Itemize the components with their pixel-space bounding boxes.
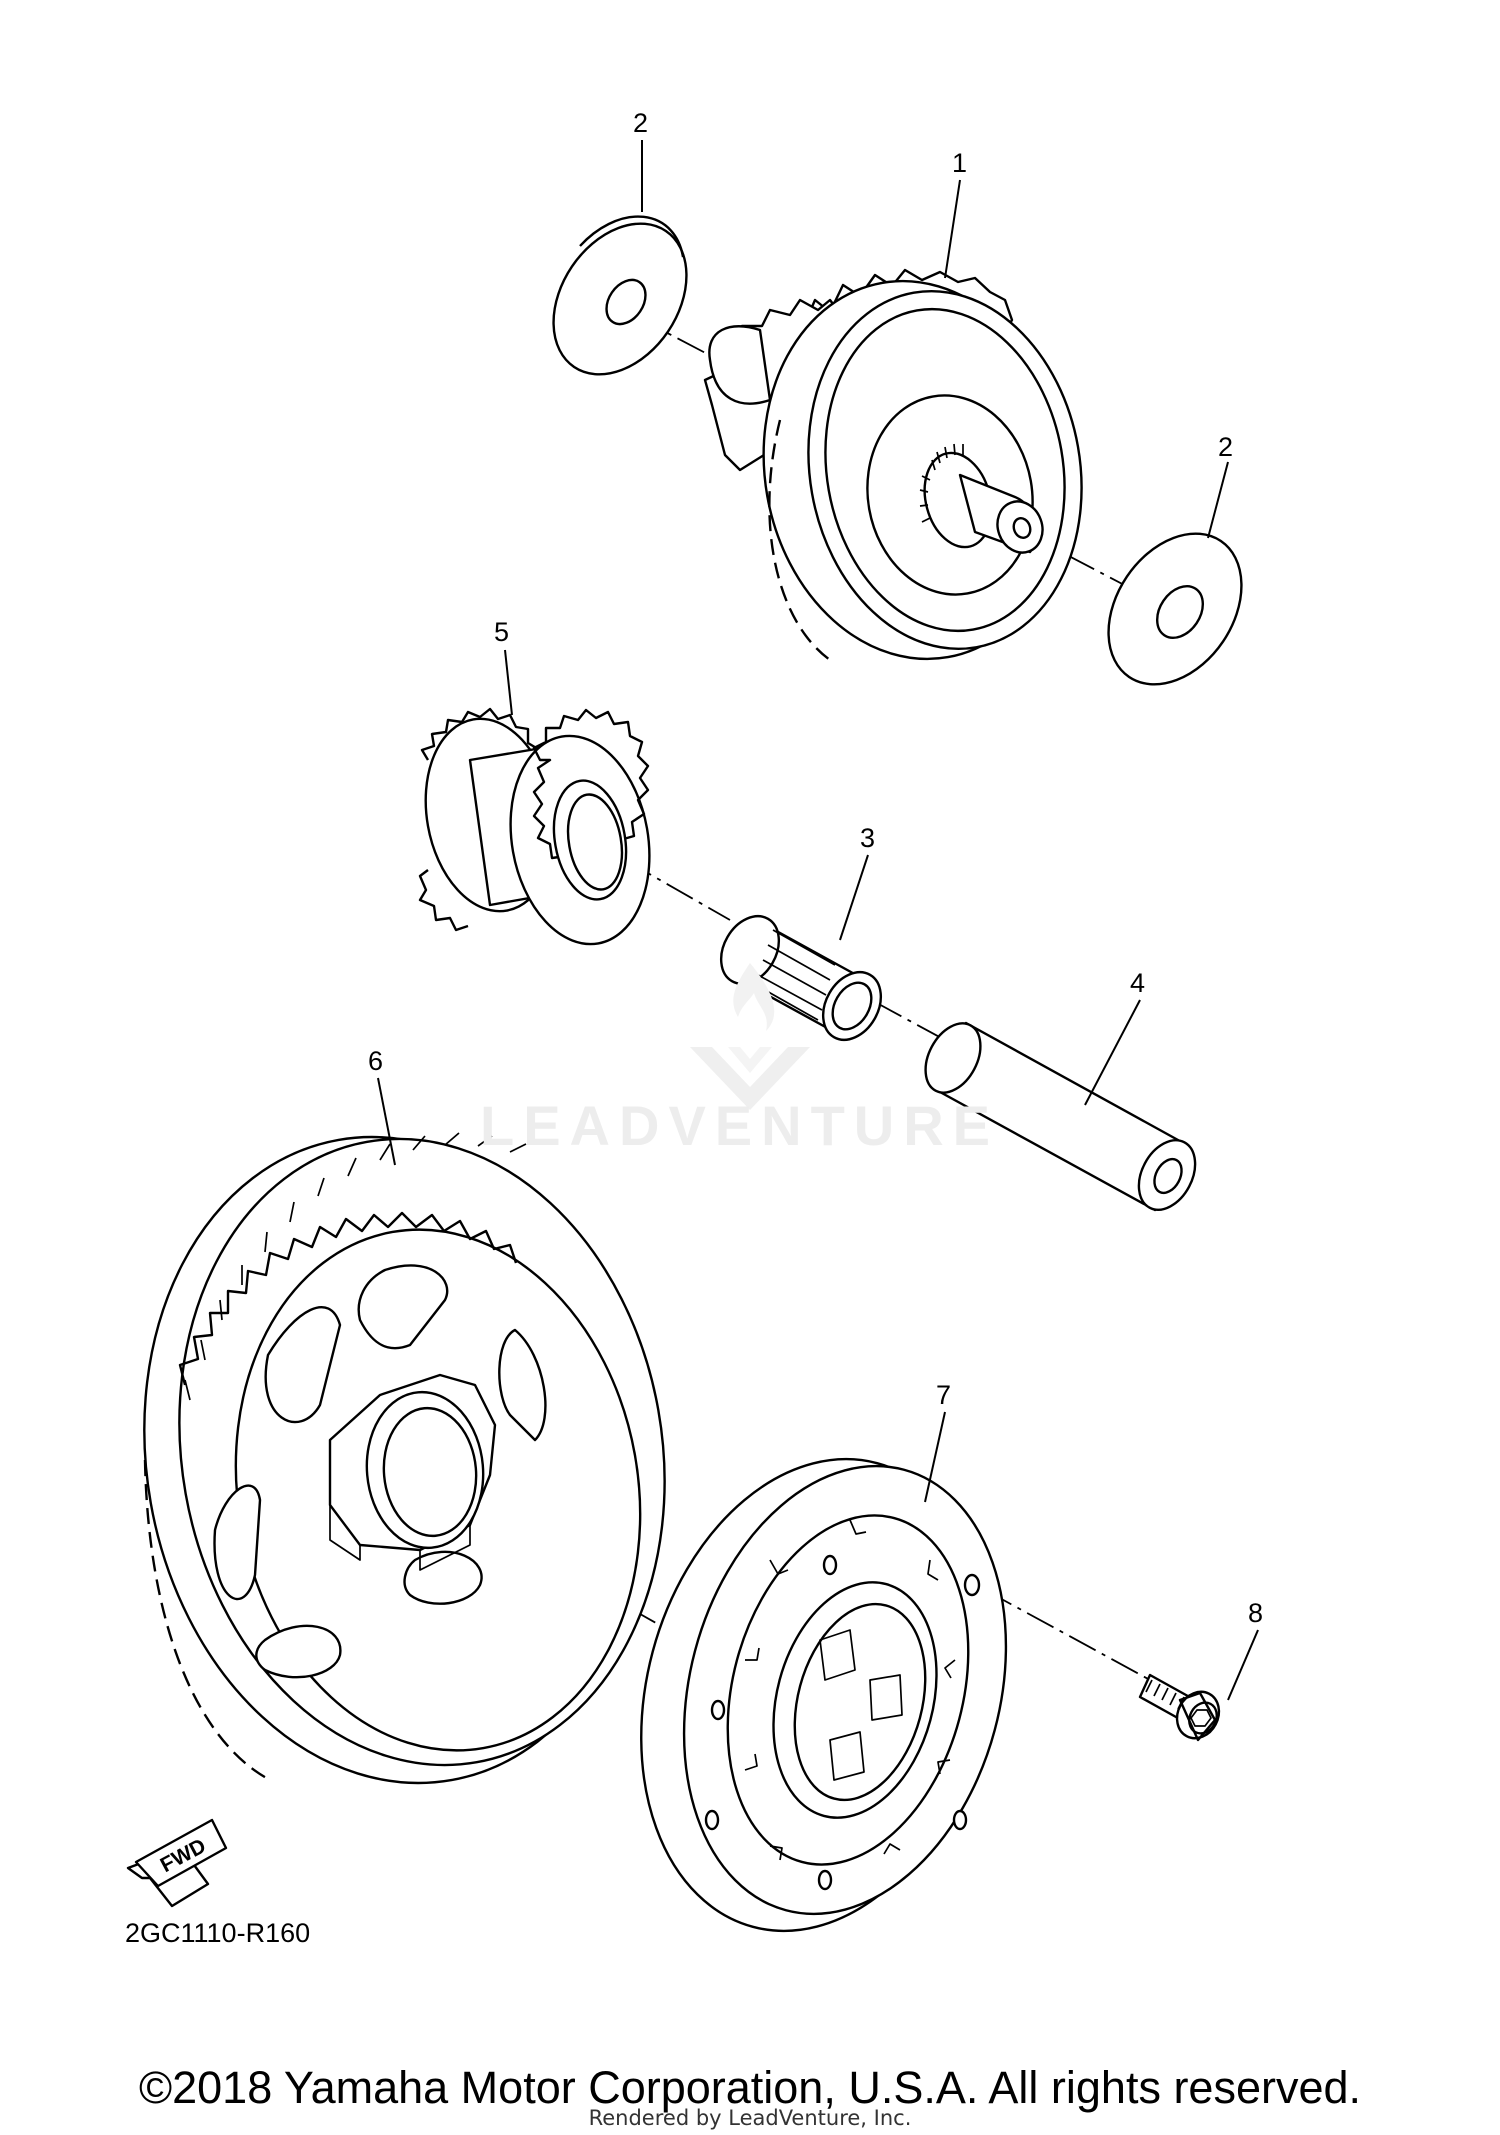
callout-1: 1 (944, 148, 967, 279)
watermark-text: LEADVENTURE (480, 1094, 999, 1157)
callout-label: 5 (494, 617, 509, 647)
washer-lower (1081, 509, 1269, 710)
callout-7: 7 (924, 1380, 951, 1503)
callout-3: 3 (839, 823, 875, 941)
leadventure-text-watermark: LEADVENTURE (480, 1094, 999, 1157)
callout-5: 5 (494, 617, 513, 716)
rendered-by-credit: Rendered by LeadVenture, Inc. (588, 2106, 912, 2130)
callout-label: 6 (368, 1046, 383, 1076)
callout-8: 8 (1227, 1598, 1263, 1701)
needle-bearing (709, 906, 892, 1050)
callout-label: 3 (860, 823, 875, 853)
callout-4: 4 (1084, 968, 1145, 1106)
callout-2-lower: 2 (1207, 432, 1233, 539)
callout-2-upper: 2 (633, 108, 648, 212)
callout-label: 2 (633, 108, 648, 138)
diagram-code: 2GC1110-R160 (125, 1918, 311, 1948)
callout-label: 1 (952, 148, 967, 178)
starter-gear-assembly (705, 257, 1109, 683)
starter-wheel-gear (94, 1097, 713, 1823)
callout-label: 7 (936, 1380, 951, 1410)
callout-label: 8 (1248, 1598, 1263, 1628)
idler-gear (411, 709, 665, 956)
callout-label: 2 (1218, 432, 1233, 462)
callout-6: 6 (368, 1046, 396, 1166)
forward-direction-arrow: FWD (126, 1818, 228, 1908)
washer-upper (526, 199, 714, 400)
leadventure-logo-watermark (690, 963, 810, 1110)
callout-label: 4 (1130, 968, 1145, 998)
one-way-clutch (591, 1420, 1054, 1971)
callouts: 2 1 2 5 3 4 6 7 (368, 108, 1263, 1701)
copyright-notice: ©2018 Yamaha Motor Corporation, U.S.A. A… (138, 2062, 1362, 2113)
idler-shaft (914, 1014, 1206, 1219)
socket-bolt (1140, 1675, 1227, 1746)
